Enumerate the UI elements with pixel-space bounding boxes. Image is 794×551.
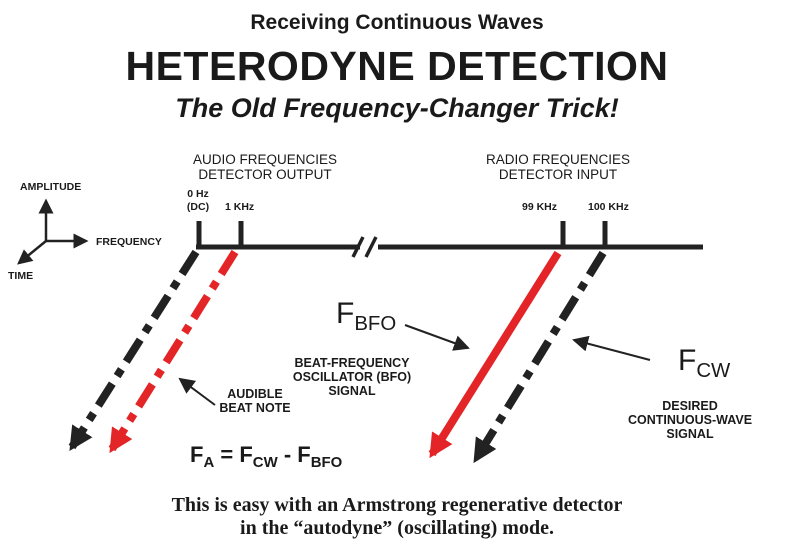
tick-marks	[196, 221, 608, 247]
audio-region-header: AUDIO FREQUENCIES DETECTOR OUTPUT	[165, 152, 365, 182]
fcw-symbol: FCW	[678, 344, 731, 382]
audio-black-signal	[68, 249, 200, 452]
tick-label-0hz-line1: 0 Hz	[187, 188, 209, 200]
amplitude-label: AMPLITUDE	[20, 181, 82, 193]
frequency-label: FREQUENCY	[96, 236, 162, 248]
callout-arrows	[178, 324, 651, 406]
footer-line2: in the “autodyne” (oscillating) mode.	[240, 517, 554, 539]
bfo-description: BEAT-FREQUENCY OSCILLATOR (BFO) SIGNAL	[292, 356, 412, 398]
footer-text: This is easy with an Armstrong regenerat…	[0, 494, 794, 540]
time-axis	[17, 240, 47, 265]
bfo-signal-line	[428, 250, 562, 459]
time-label: TIME	[8, 270, 34, 282]
radio-header-line2: DETECTOR INPUT	[498, 167, 618, 182]
tick-label-99khz: 99 KHz	[522, 201, 558, 213]
tick-label-100khz: 100 KHz	[588, 201, 629, 213]
tick-label-0hz: 0 Hz (DC)	[176, 188, 220, 214]
fbfo-symbol: FBFO	[336, 297, 397, 335]
axis-glyph	[17, 198, 89, 265]
audio-red-signal	[108, 249, 239, 454]
radio-header-line1: RADIO FREQUENCIES	[485, 152, 631, 167]
audio-header-line1: AUDIO FREQUENCIES	[192, 152, 338, 167]
audio-header-line2: DETECTOR OUTPUT	[198, 167, 332, 182]
suptitle: Receiving Continuous Waves	[250, 11, 544, 34]
page-title: HETERODYNE DETECTION	[125, 43, 669, 89]
fcw-callout-arrow	[572, 335, 651, 361]
radio-region-header: RADIO FREQUENCIES DETECTOR INPUT	[448, 152, 668, 182]
cw-signal-line	[472, 250, 607, 464]
beat-callout-arrow	[178, 377, 216, 406]
axis-break	[351, 236, 378, 258]
tick-label-1khz: 1 KHz	[225, 201, 255, 213]
cw-description: DESIRED CONTINUOUS-WAVE SIGNAL	[627, 399, 753, 441]
beat-formula: FA = FCW - FBFO	[190, 442, 343, 471]
subtitle: The Old Frequency-Changer Trick!	[175, 93, 619, 123]
beat-note-description: AUDIBLE BEAT NOTE	[219, 387, 291, 415]
footer-line1: This is easy with an Armstrong regenerat…	[171, 494, 623, 516]
tick-label-0hz-line2: (DC)	[186, 201, 210, 213]
fbfo-callout-arrow	[404, 324, 470, 351]
